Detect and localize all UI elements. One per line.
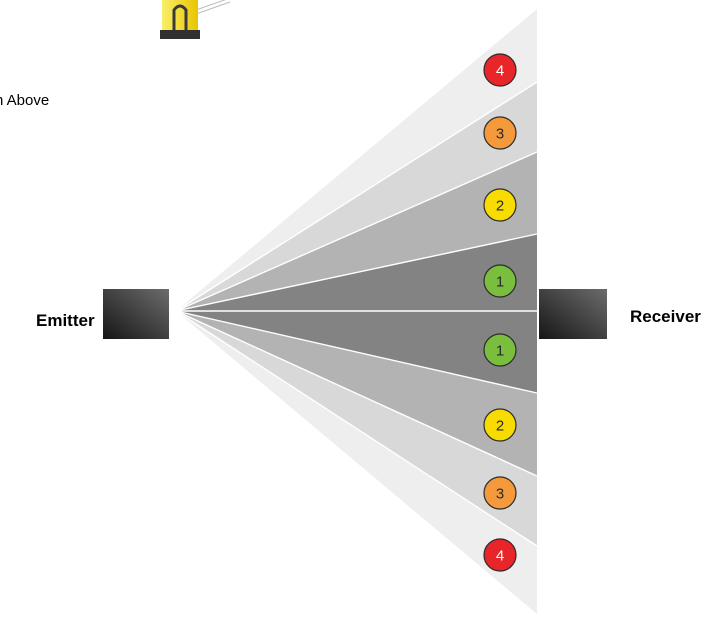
caption-text: n Above: [0, 92, 50, 109]
zone-marker-lower-2: 2: [483, 408, 517, 442]
zone-marker-upper-3: 3: [483, 116, 517, 150]
zone-2-circle: [483, 188, 517, 222]
receiver-box: [539, 289, 607, 339]
zone-marker-upper-4: 4: [483, 53, 517, 87]
zone-label: 2: [496, 198, 504, 215]
sensor-icon: [160, 0, 231, 39]
zone-3-circle: [483, 476, 517, 510]
zone-marker-lower-4: 4: [483, 538, 517, 572]
zone-label: 3: [496, 126, 504, 143]
detection-bands: [175, 9, 538, 614]
zone-label: 1: [496, 274, 504, 291]
band-4-lower: [176, 311, 537, 614]
zone-marker-upper-2: 2: [483, 188, 517, 222]
zone-label: 2: [496, 418, 504, 435]
zone-marker-lower-3: 3: [483, 476, 517, 510]
zone-3-circle: [483, 116, 517, 150]
band-4-upper: [176, 9, 537, 311]
zone-label: 4: [496, 548, 504, 565]
emitter-box: [103, 289, 169, 339]
zone-label: 3: [496, 486, 504, 503]
zone-label: 1: [496, 343, 504, 360]
zone-1-circle: [483, 333, 517, 367]
emitter-label: Emitter: [36, 311, 95, 330]
receiver-label: Receiver: [630, 307, 701, 326]
zone-4-circle: [483, 538, 517, 572]
zone-marker-lower-1: 1: [483, 333, 517, 367]
zone-2-circle: [483, 408, 517, 442]
zone-label: 4: [496, 63, 504, 80]
zone-markers: 4 3 2 1 1 2 3 4: [483, 53, 517, 572]
zone-4-circle: [483, 53, 517, 87]
zone-1-circle: [483, 264, 517, 298]
zone-marker-upper-1: 1: [483, 264, 517, 298]
